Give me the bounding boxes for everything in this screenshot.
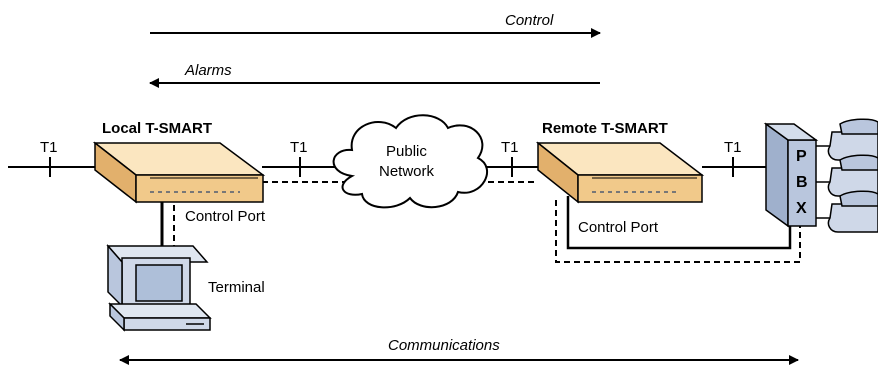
phone-icon-1 (816, 118, 878, 161)
remote-t-smart-unit (535, 141, 705, 204)
t1-label-1: T1 (40, 139, 58, 156)
remote-control-dashed (555, 200, 801, 263)
pbx-letter-x: X (796, 200, 807, 217)
remote-control-port-label: Control Port (578, 219, 659, 236)
remote-t-smart-title: Remote T-SMART (542, 120, 668, 137)
local-control-port-label: Control Port (185, 208, 266, 225)
phone-icon-2 (816, 154, 878, 197)
terminal-label: Terminal (208, 279, 265, 296)
terminal-icon (106, 244, 212, 332)
remote-control-line (566, 196, 792, 250)
pbx-letter-b: B (796, 174, 808, 191)
t1-label-4: T1 (724, 139, 742, 156)
t1-label-3: T1 (501, 139, 519, 156)
local-t-smart-unit (92, 141, 266, 204)
public-network-cloud (332, 114, 489, 209)
control-label: Control (505, 12, 554, 29)
local-t-smart-title: Local T-SMART (102, 120, 212, 137)
pbx-letter-p: P (796, 148, 807, 165)
communications-label: Communications (388, 337, 500, 354)
t1-label-2: T1 (290, 139, 308, 156)
network-label-line1: Public (386, 143, 427, 160)
network-label-line2: Network (379, 163, 435, 180)
pbx-unit (763, 122, 819, 228)
alarms-label: Alarms (184, 62, 232, 79)
phone-icon-3 (816, 190, 878, 233)
